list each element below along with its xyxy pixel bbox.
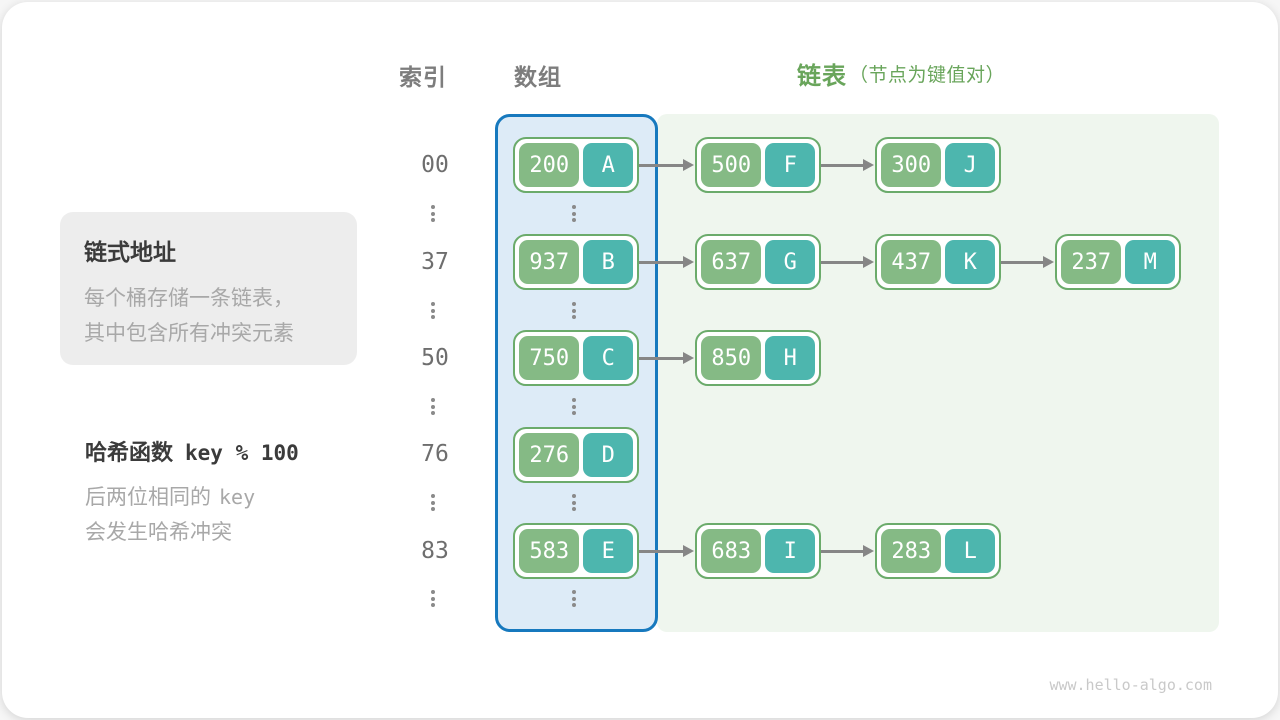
list-node: 283 L <box>875 523 1001 579</box>
node-value: E <box>583 529 633 573</box>
arrow-right <box>639 352 694 364</box>
index-label: 76 <box>421 441 449 467</box>
index-label: 00 <box>421 152 449 178</box>
ellipsis-dots <box>431 494 435 511</box>
bucket-node: 937 B <box>513 234 639 290</box>
index-label: 83 <box>421 538 449 564</box>
ellipsis-dots <box>431 205 435 222</box>
node-value: A <box>583 143 633 187</box>
list-node: 500 F <box>695 137 821 193</box>
hash-note: 哈希函数 key % 100 后两位相同的 key 会发生哈希冲突 <box>85 435 299 550</box>
node-key: 583 <box>519 529 580 573</box>
hash-function-formula: key % 100 <box>185 441 299 465</box>
ellipsis-dots <box>572 398 576 415</box>
list-node: 437 K <box>875 234 1001 290</box>
arrow-right <box>639 159 694 171</box>
hash-note-title: 哈希函数 key % 100 <box>85 435 299 467</box>
arrow-right <box>821 256 874 268</box>
ellipsis-dots <box>572 494 576 511</box>
bucket-node: 276 D <box>513 427 639 483</box>
ellipsis-dots <box>431 302 435 319</box>
info-box-line: 每个桶存储一条链表， <box>84 287 294 310</box>
arrow-right <box>639 545 694 557</box>
index-label: 37 <box>421 249 449 275</box>
node-key: 637 <box>701 240 762 284</box>
bucket-node: 750 C <box>513 330 639 386</box>
index-label: 50 <box>421 345 449 371</box>
node-key: 276 <box>519 433 580 477</box>
hash-note-desc2: 会发生哈希冲突 <box>85 521 232 544</box>
node-key: 237 <box>1061 240 1122 284</box>
header-index: 索引 <box>399 64 447 90</box>
list-node: 300 J <box>875 137 1001 193</box>
list-node: 850 H <box>695 330 821 386</box>
ellipsis-dots <box>572 205 576 222</box>
node-key: 283 <box>881 529 942 573</box>
info-box-title: 链式地址 <box>84 239 176 265</box>
list-node: 237 M <box>1055 234 1181 290</box>
header-array: 数组 <box>514 64 562 90</box>
header-list: 链表 <box>797 63 847 90</box>
node-key: 937 <box>519 240 580 284</box>
node-value: L <box>945 529 995 573</box>
node-key: 683 <box>701 529 762 573</box>
node-key: 200 <box>519 143 580 187</box>
watermark: www.hello-algo.com <box>1049 676 1212 694</box>
node-value: I <box>765 529 815 573</box>
header-list-group: 链表 （节点为键值对） <box>797 56 1005 91</box>
info-box: 链式地址 每个桶存储一条链表， 其中包含所有冲突元素 <box>60 212 357 365</box>
bucket-node: 200 A <box>513 137 639 193</box>
ellipsis-dots <box>431 398 435 415</box>
bucket-node: 583 E <box>513 523 639 579</box>
hash-note-desc: 后两位相同的 key <box>85 480 299 515</box>
list-node: 637 G <box>695 234 821 290</box>
node-value: D <box>583 433 633 477</box>
arrow-right <box>821 159 874 171</box>
ellipsis-dots <box>572 302 576 319</box>
node-value: K <box>945 240 995 284</box>
node-key: 300 <box>881 143 942 187</box>
header-list-note: （节点为键值对） <box>849 65 1006 86</box>
ellipsis-dots <box>572 590 576 607</box>
list-node: 683 I <box>695 523 821 579</box>
node-key: 750 <box>519 336 580 380</box>
node-value: C <box>583 336 633 380</box>
node-value: B <box>583 240 633 284</box>
info-box-line: 其中包含所有冲突元素 <box>84 322 294 345</box>
node-value: M <box>1125 240 1175 284</box>
node-key: 437 <box>881 240 942 284</box>
node-key: 850 <box>701 336 762 380</box>
arrow-right <box>639 256 694 268</box>
node-value: J <box>945 143 995 187</box>
ellipsis-dots <box>431 590 435 607</box>
node-key: 500 <box>701 143 762 187</box>
arrow-right <box>821 545 874 557</box>
hash-function-label: 哈希函数 <box>85 440 174 465</box>
hash-note-desc-cn: 后两位相同的 <box>85 486 211 509</box>
node-value: H <box>765 336 815 380</box>
hash-note-desc-key: key <box>219 485 256 509</box>
node-value: G <box>765 240 815 284</box>
node-value: F <box>765 143 815 187</box>
arrow-right <box>1001 256 1054 268</box>
